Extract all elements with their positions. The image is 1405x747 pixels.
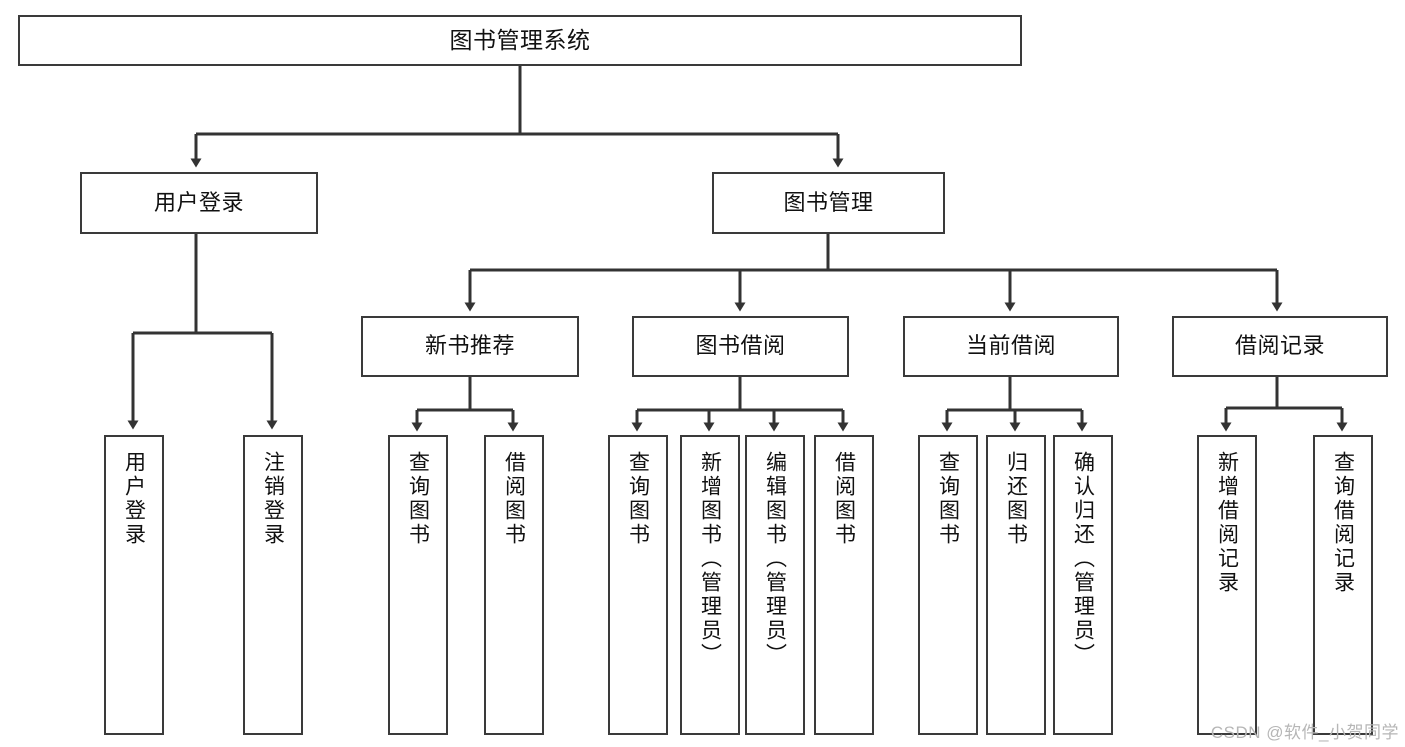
node-leaf-edit-book-label: 编辑图书（管理员） <box>763 451 787 667</box>
node-leaf-return-book[interactable]: 归还图书 <box>986 435 1046 735</box>
node-leaf-edit-book[interactable]: 编辑图书（管理员） <box>745 435 805 735</box>
node-leaf-add-record[interactable]: 新增借阅记录 <box>1197 435 1257 735</box>
node-book-borrow[interactable]: 图书借阅 <box>632 316 849 377</box>
node-leaf-borrow-book-1-label: 借阅图书 <box>502 451 526 547</box>
node-leaf-logout-login-label: 注销登录 <box>261 451 285 547</box>
node-leaf-query-record-label: 查询借阅记录 <box>1331 451 1355 595</box>
node-leaf-confirm-return-label: 确认归还（管理员） <box>1071 451 1095 667</box>
node-leaf-query-book-3-label: 查询图书 <box>936 451 960 547</box>
csdn-watermark: CSDN @软件_小贺同学 <box>1210 723 1399 742</box>
node-leaf-add-book-label: 新增图书（管理员） <box>698 451 722 667</box>
node-leaf-add-book[interactable]: 新增图书（管理员） <box>680 435 740 735</box>
node-new-book-recommend[interactable]: 新书推荐 <box>361 316 579 377</box>
node-leaf-borrow-book-2[interactable]: 借阅图书 <box>814 435 874 735</box>
node-user-login-label: 用户登录 <box>153 189 244 215</box>
node-borrow-record[interactable]: 借阅记录 <box>1172 316 1388 377</box>
node-leaf-user-login-label: 用户登录 <box>122 451 146 547</box>
node-leaf-query-book-2[interactable]: 查询图书 <box>608 435 668 735</box>
node-root[interactable]: 图书管理系统 <box>18 15 1022 66</box>
node-leaf-query-book-1-label: 查询图书 <box>406 451 430 547</box>
node-leaf-query-book-1[interactable]: 查询图书 <box>388 435 448 735</box>
node-leaf-return-book-label: 归还图书 <box>1004 451 1028 547</box>
node-leaf-borrow-book-2-label: 借阅图书 <box>832 451 856 547</box>
node-user-login[interactable]: 用户登录 <box>80 172 318 234</box>
node-leaf-borrow-book-1[interactable]: 借阅图书 <box>484 435 544 735</box>
node-leaf-user-login[interactable]: 用户登录 <box>104 435 164 735</box>
node-leaf-query-book-2-label: 查询图书 <box>626 451 650 547</box>
node-leaf-logout-login[interactable]: 注销登录 <box>243 435 303 735</box>
node-current-borrow-label: 当前借阅 <box>965 333 1056 359</box>
node-book-borrow-label: 图书借阅 <box>695 333 786 359</box>
node-current-borrow[interactable]: 当前借阅 <box>903 316 1119 377</box>
node-root-label: 图书管理系统 <box>449 26 591 53</box>
node-borrow-record-label: 借阅记录 <box>1234 333 1325 359</box>
node-new-book-recommend-label: 新书推荐 <box>424 333 515 359</box>
node-leaf-confirm-return[interactable]: 确认归还（管理员） <box>1053 435 1113 735</box>
node-leaf-query-book-3[interactable]: 查询图书 <box>918 435 978 735</box>
node-book-management[interactable]: 图书管理 <box>712 172 945 234</box>
node-leaf-query-record[interactable]: 查询借阅记录 <box>1313 435 1373 735</box>
node-book-management-label: 图书管理 <box>783 189 874 215</box>
node-leaf-add-record-label: 新增借阅记录 <box>1215 451 1239 595</box>
